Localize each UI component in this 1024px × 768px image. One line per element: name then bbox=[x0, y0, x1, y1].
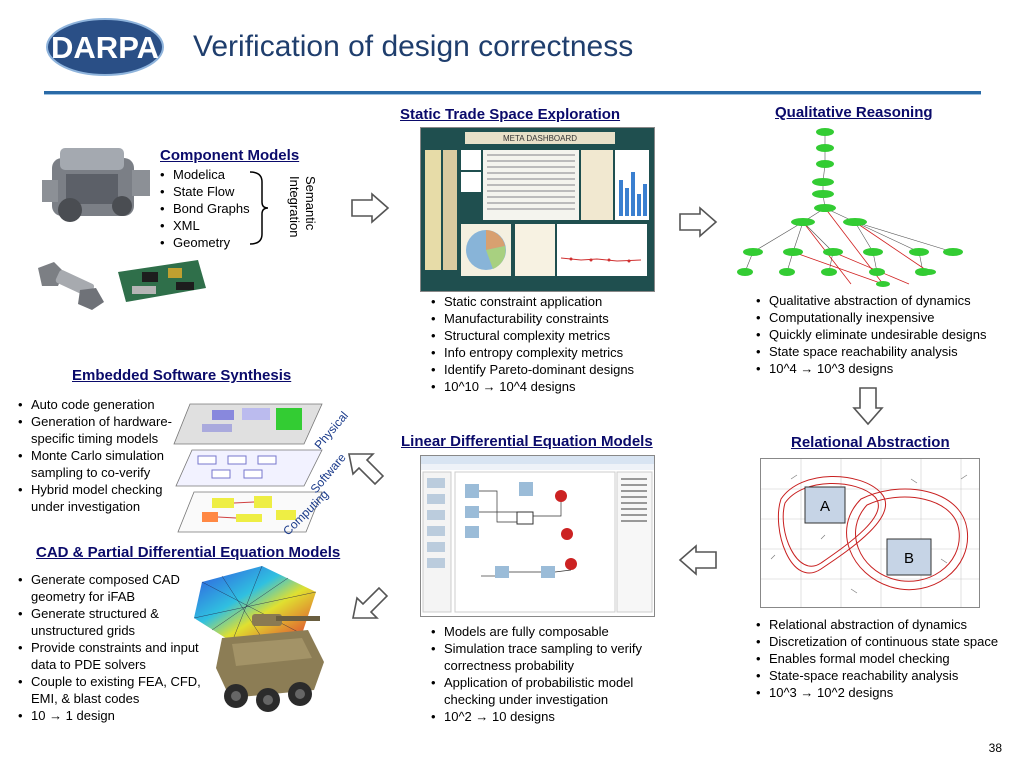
list-item: Models are fully composable bbox=[431, 623, 671, 640]
list-item: State Flow bbox=[160, 183, 260, 200]
list-item: XML bbox=[160, 217, 260, 234]
list-item: Identify Pareto-dominant designs bbox=[431, 361, 671, 378]
flow-arrow-down-left-icon bbox=[349, 584, 389, 622]
page-title: Verification of design correctness bbox=[193, 30, 634, 63]
title-rule-light bbox=[44, 94, 981, 95]
embedded-heading: Embedded Software Synthesis bbox=[72, 367, 292, 384]
dashboard-title: META DASHBOARD bbox=[503, 134, 577, 143]
bolt-image bbox=[34, 258, 106, 314]
static-trade-list: Static constraint application Manufactur… bbox=[431, 293, 671, 395]
integration-label: Integration bbox=[287, 176, 302, 237]
list-item: Hybrid model checking under investigatio… bbox=[18, 481, 188, 515]
list-item: Couple to existing FEA, CFD, EMI, & blas… bbox=[18, 673, 218, 707]
engine-image bbox=[40, 140, 152, 238]
component-models-list: Modelica State Flow Bond Graphs XML Geom… bbox=[160, 166, 260, 251]
list-item: 10^3 → 10^2 designs bbox=[756, 684, 1020, 701]
linear-list: Models are fully composable Simulation t… bbox=[431, 623, 671, 725]
darpa-logo: DARPA bbox=[44, 16, 166, 78]
relational-list: Relational abstraction of dynamics Discr… bbox=[756, 616, 1020, 701]
relational-plot-image: A B bbox=[760, 458, 980, 608]
list-item: Generate composed CAD geometry for iFAB bbox=[18, 571, 218, 605]
list-item: Computationally inexpensive bbox=[756, 309, 1018, 326]
list-item: Qualitative abstraction of dynamics bbox=[756, 292, 1018, 309]
list-item: Quickly eliminate undesirable designs bbox=[756, 326, 1018, 343]
flow-arrow-left-icon bbox=[678, 544, 718, 576]
list-item: 10^4 → 10^3 designs bbox=[756, 360, 1018, 377]
flow-arrow-right-icon bbox=[678, 206, 718, 238]
embedded-list: Auto code generation Generation of hardw… bbox=[18, 396, 188, 515]
list-item: Geometry bbox=[160, 234, 260, 251]
list-item: Monte Carlo simulation sampling to co-ve… bbox=[18, 447, 188, 481]
flow-arrow-right-icon bbox=[350, 192, 390, 224]
list-item: Generation of hardware-specific timing m… bbox=[18, 413, 188, 447]
relational-heading: Relational Abstraction bbox=[791, 434, 950, 451]
meta-dashboard-screenshot: META DASHBOARD bbox=[420, 127, 655, 292]
list-item: Discretization of continuous state space bbox=[756, 633, 1020, 650]
list-item: Application of probabilistic model check… bbox=[431, 674, 671, 708]
linear-heading: Linear Differential Equation Models bbox=[401, 433, 653, 450]
svg-text:DARPA: DARPA bbox=[51, 30, 159, 65]
slide-number: 38 bbox=[988, 741, 1002, 755]
static-trade-heading: Static Trade Space Exploration bbox=[400, 106, 621, 123]
qualitative-graph-image bbox=[733, 124, 965, 288]
list-item: 10 → 1 design bbox=[18, 707, 218, 724]
vehicle-image bbox=[212, 608, 328, 718]
layer-stack-image: Physical Software Computing bbox=[172, 392, 362, 538]
list-item: 10^10 → 10^4 designs bbox=[431, 378, 671, 395]
component-models-heading: Component Models bbox=[160, 147, 300, 164]
cad-mesh-image bbox=[192, 562, 320, 646]
list-item: Generate structured & unstructured grids bbox=[18, 605, 218, 639]
list-item: Manufacturability constraints bbox=[431, 310, 671, 327]
list-item: Static constraint application bbox=[431, 293, 671, 310]
qualitative-list: Qualitative abstraction of dynamics Comp… bbox=[756, 292, 1018, 377]
right-bracket bbox=[248, 170, 270, 246]
list-item: Simulation trace sampling to verify corr… bbox=[431, 640, 671, 674]
layer-label-physical: Physical bbox=[312, 409, 351, 452]
list-item: 10^2 → 10 designs bbox=[431, 708, 671, 725]
list-item: Modelica bbox=[160, 166, 260, 183]
title-rule bbox=[44, 91, 981, 94]
semantic-label: Semantic bbox=[303, 176, 318, 231]
region-a-label: A bbox=[820, 498, 830, 515]
cad-heading: CAD & Partial Differential Equation Mode… bbox=[36, 544, 341, 561]
flow-arrow-down-icon bbox=[852, 386, 884, 426]
qualitative-heading: Qualitative Reasoning bbox=[775, 104, 933, 121]
semantic-integration-label: Semantic Integration bbox=[282, 172, 322, 246]
list-item: Enables formal model checking bbox=[756, 650, 1020, 667]
list-item: Auto code generation bbox=[18, 396, 188, 413]
flow-arrow-left-up-icon bbox=[345, 450, 385, 488]
list-item: Structural complexity metrics bbox=[431, 327, 671, 344]
list-item: Provide constraints and input data to PD… bbox=[18, 639, 218, 673]
circuit-board-image bbox=[112, 256, 210, 306]
list-item: Relational abstraction of dynamics bbox=[756, 616, 1020, 633]
list-item: Info entropy complexity metrics bbox=[431, 344, 671, 361]
cad-list: Generate composed CAD geometry for iFAB … bbox=[18, 571, 218, 724]
list-item: Bond Graphs bbox=[160, 200, 260, 217]
list-item: State space reachability analysis bbox=[756, 343, 1018, 360]
region-b-label: B bbox=[904, 550, 914, 567]
list-item: State-space reachability analysis bbox=[756, 667, 1020, 684]
block-diagram-screenshot bbox=[420, 455, 655, 617]
